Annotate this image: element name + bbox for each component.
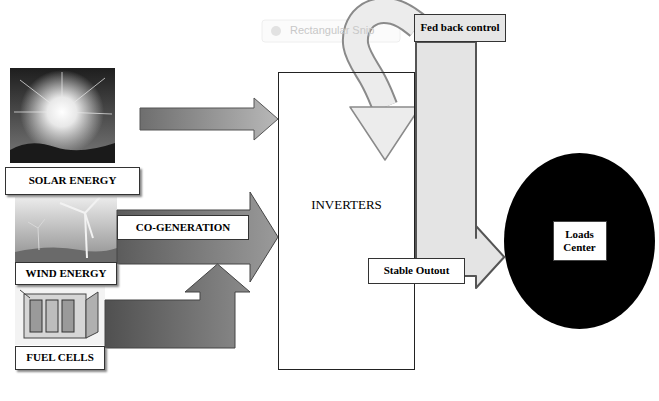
label-frame: SOLAR ENERGY <box>5 167 140 195</box>
turbine-blade <box>60 203 85 213</box>
node-text: Loads Center <box>553 221 607 261</box>
fuel-cell-side <box>86 292 98 338</box>
solar-picture <box>10 68 115 163</box>
fuel-cell-plate <box>62 300 74 332</box>
horizon-hill <box>10 143 115 163</box>
fuel-cell-housing <box>24 294 86 338</box>
watermark-text: Rectangular Snip <box>290 24 374 36</box>
source-label: FUEL CELLS <box>15 285 105 370</box>
node-text: INVERTERS <box>311 197 382 213</box>
arrow-shape <box>105 264 250 348</box>
fuel-cell-ground <box>15 286 105 345</box>
fuel-cell-plate <box>30 300 42 332</box>
node-text: Fed back control <box>420 21 499 34</box>
watermark-icon <box>271 26 281 36</box>
arrow-shape <box>416 42 504 288</box>
process-box: CO-GENERATION <box>117 215 249 240</box>
fuel-cell-pipe <box>20 290 30 298</box>
turbine-blade <box>38 219 45 228</box>
fuel-cell-plate <box>46 300 58 332</box>
node-text: WIND ENERGY <box>26 267 107 280</box>
output-box: Stable Outout <box>368 258 465 284</box>
fuel-cell-picture <box>15 286 105 345</box>
block-arrow <box>416 42 504 288</box>
arrow-shape <box>350 107 420 160</box>
wind-picture <box>15 197 117 262</box>
label-frame: FUEL CELLS <box>15 346 105 370</box>
source-label: SOLAR ENERGY <box>5 68 140 195</box>
label-frame: WIND ENERGY <box>15 262 117 285</box>
turbine-blade <box>85 197 100 213</box>
block-arrow <box>117 192 278 282</box>
load-circle: Loads Center <box>503 152 656 330</box>
node-text: CO-GENERATION <box>136 221 231 234</box>
control-box: Fed back control <box>414 14 506 42</box>
arrow-shape <box>117 192 278 282</box>
node-text: SOLAR ENERGY <box>29 174 117 187</box>
node-text: FUEL CELLS <box>26 351 94 364</box>
block-arrow <box>105 264 250 348</box>
turbine-blade <box>28 222 38 228</box>
sun <box>20 70 104 154</box>
wind-sky <box>15 197 117 262</box>
turbine-blade <box>85 213 93 238</box>
source-label: WIND ENERGY <box>15 197 117 285</box>
turbine-tower <box>38 228 39 250</box>
block-arrow <box>140 98 278 140</box>
arrow-shape <box>140 98 278 140</box>
wind-ground <box>15 247 117 262</box>
inverter-box: INVERTERS <box>278 72 415 370</box>
load-ellipse <box>504 153 655 329</box>
solar-sky <box>10 68 115 163</box>
node-text: Stable Outout <box>384 264 450 277</box>
